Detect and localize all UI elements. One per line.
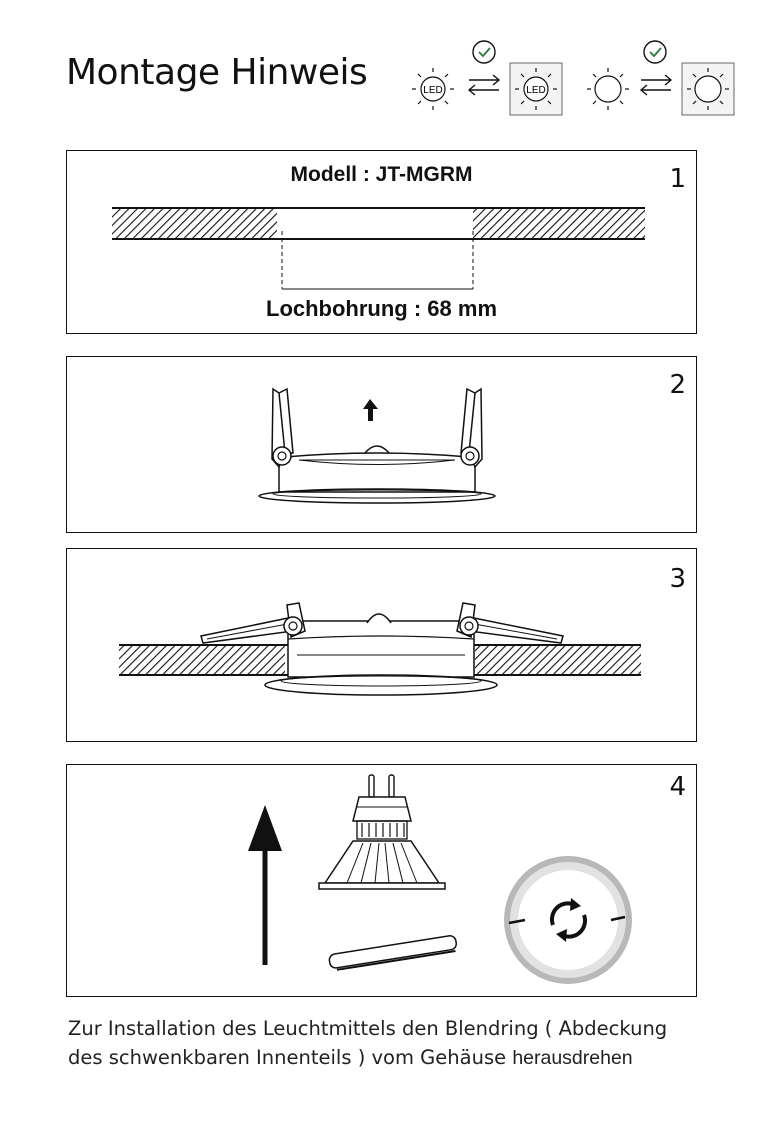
hole-size-label: Lochbohrung : 68 mm — [266, 296, 497, 321]
instruction-caption: Zur Installation des Leuchtmittels den B… — [68, 1014, 708, 1073]
fixture-springs-up-diagram — [258, 387, 496, 504]
step-2-panel: 2 — [66, 356, 697, 533]
check-icon — [472, 40, 496, 64]
led-bulb-icon — [411, 67, 455, 111]
caption-line-2: des schwenkbaren Innenteils ) vom Gehäus… — [68, 1046, 633, 1069]
led-bulb-icon — [514, 67, 558, 111]
check-icon — [643, 40, 667, 64]
model-label: Modell : JT-MGRM — [290, 163, 473, 186]
halogen-bulb-icon — [686, 67, 730, 111]
led-bulb-icon — [318, 774, 446, 890]
bulb-replacement-diagram — [248, 774, 632, 984]
glass-cover-icon — [328, 935, 458, 971]
rotate-icon — [549, 898, 588, 942]
step-number: 3 — [669, 564, 686, 594]
arrow-up-icon — [363, 399, 378, 421]
step-number: 4 — [669, 772, 686, 802]
step-4-panel: 4 — [66, 764, 697, 997]
swap-arrows-icon — [640, 74, 672, 96]
caption-line-1: Zur Installation des Leuchtmittels den B… — [68, 1017, 668, 1040]
page-title: Montage Hinweis — [66, 52, 368, 93]
svg-text:LED: LED — [526, 85, 545, 96]
step-number: 2 — [669, 370, 686, 400]
swap-arrows-icon — [468, 74, 500, 96]
step-1-panel: Modell : JT-MGRM Lochbohrung : 68 mm 1 — [66, 150, 697, 334]
step-3-panel: 3 — [66, 548, 697, 742]
trim-ring-icon — [504, 856, 632, 984]
fixture-installed-diagram — [119, 602, 641, 696]
compatibility-icons: LED LED — [411, 40, 735, 116]
step-number: 1 — [669, 164, 686, 194]
halogen-bulb-icon — [586, 67, 630, 111]
svg-text:LED: LED — [423, 85, 442, 96]
ceiling-cutout-diagram — [112, 207, 645, 290]
arrow-up-icon — [248, 805, 282, 965]
